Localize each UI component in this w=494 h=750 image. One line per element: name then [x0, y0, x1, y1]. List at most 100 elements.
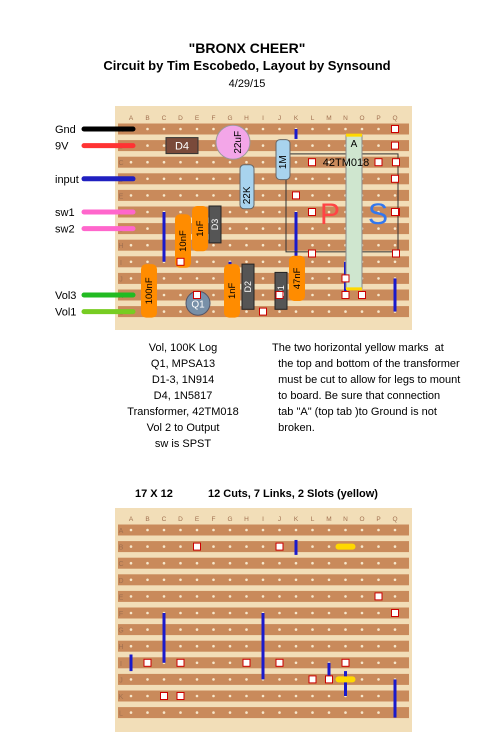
capacitor-1nf-a-body: [192, 206, 208, 252]
hole: [360, 528, 364, 532]
hole: [327, 528, 331, 532]
diode-d2-body: [241, 263, 255, 310]
track-cut: [275, 291, 284, 299]
hole: [344, 595, 347, 598]
hole: [311, 561, 314, 565]
hole: [245, 644, 248, 648]
row-label: A: [119, 528, 124, 535]
column-label: B: [145, 516, 149, 523]
page-title: "BRONX CHEER": [188, 40, 306, 56]
row-label: I: [120, 661, 122, 668]
hole: [278, 644, 281, 648]
hole: [278, 628, 281, 631]
hole: [212, 293, 215, 297]
track-cut: [259, 307, 267, 316]
hole: [245, 628, 248, 631]
hole: [360, 661, 364, 665]
hole: [377, 661, 380, 665]
capacitor-22uf-body: [215, 124, 251, 160]
note-line: must be cut to allow for legs to mount: [272, 374, 461, 386]
hole: [245, 160, 248, 164]
hole: [327, 260, 331, 264]
hole: [228, 711, 232, 714]
hole: [311, 243, 314, 247]
hole: [245, 611, 248, 615]
hole: [377, 277, 380, 280]
hole: [327, 611, 331, 615]
wire-label: Vol1: [55, 307, 76, 319]
hole: [212, 310, 215, 313]
parts-list-line: Vol 2 to Output: [146, 422, 220, 434]
hole: [261, 694, 265, 698]
hole: [162, 144, 166, 147]
hole: [146, 528, 149, 532]
resistor-22k-body: [239, 164, 255, 210]
column-label: O: [359, 115, 364, 122]
hole: [377, 528, 380, 532]
row-label: I: [120, 260, 122, 267]
row-label: K: [119, 694, 124, 701]
track-cut: [292, 191, 300, 200]
hole: [195, 127, 199, 131]
hole: [377, 243, 380, 247]
hole: [228, 611, 232, 615]
hole: [129, 694, 133, 698]
hole: [294, 310, 298, 313]
hole: [129, 277, 133, 280]
transformer-pin: [308, 158, 316, 167]
hole: [146, 127, 149, 131]
hole: [179, 644, 182, 648]
hole: [212, 277, 215, 280]
hole: [393, 561, 397, 565]
hole: [228, 628, 232, 631]
hole: [146, 611, 149, 615]
hole: [360, 711, 364, 714]
column-label: K: [294, 115, 299, 122]
hole: [311, 595, 314, 598]
hole: [377, 545, 380, 548]
column-label: Q: [392, 115, 397, 122]
cut-summary: 12 Cuts, 7 Links, 2 Slots (yellow): [208, 488, 378, 500]
hole: [228, 528, 232, 532]
parts-list-line: Vol, 100K Log: [148, 342, 218, 354]
hole: [129, 160, 133, 164]
hole: [162, 561, 166, 565]
column-label: D: [178, 516, 183, 523]
hole: [261, 177, 265, 181]
transformer-pin: [392, 158, 400, 167]
hole: [245, 545, 248, 548]
hole: [294, 177, 298, 181]
row-label: C: [118, 160, 123, 167]
hole: [393, 528, 397, 532]
hole: [179, 194, 182, 197]
date: 4/29/15: [228, 78, 266, 90]
hole: [179, 160, 182, 164]
track-cut: [391, 208, 399, 216]
hole: [294, 644, 298, 648]
track-cut: [341, 291, 350, 299]
hole: [162, 528, 166, 532]
note-line: broken.: [272, 422, 315, 434]
hole: [377, 561, 380, 565]
hole: [294, 678, 298, 681]
hole: [377, 227, 380, 230]
track-cut: [341, 274, 350, 283]
hole: [179, 293, 182, 297]
hole: [344, 628, 347, 631]
hole: [377, 293, 380, 297]
column-label: P: [376, 115, 380, 122]
hole: [360, 310, 364, 313]
track-cut: [391, 141, 399, 150]
hole: [360, 127, 364, 131]
track-cut: [391, 125, 399, 133]
hole: [278, 611, 281, 615]
hole: [212, 545, 215, 548]
hole: [195, 528, 199, 532]
track-cut: [325, 675, 333, 684]
hole: [344, 578, 347, 582]
hole: [146, 595, 149, 598]
hole: [179, 711, 182, 714]
hole: [162, 310, 166, 313]
hole: [146, 177, 149, 181]
